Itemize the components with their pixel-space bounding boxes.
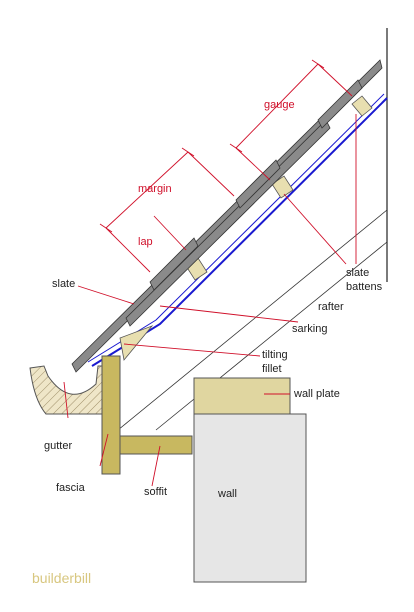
sarking-label: sarking — [292, 323, 327, 335]
slate-battens-label-line1: slate — [346, 267, 369, 279]
slate-battens — [185, 95, 373, 281]
margin-label: margin — [138, 183, 172, 195]
dimension-lines — [99, 59, 353, 273]
gutter — [29, 365, 105, 415]
tilting-fillet — [119, 325, 154, 361]
fascia — [101, 355, 121, 475]
wall-plate-label: wall plate — [293, 388, 340, 400]
brand-logo-text: builderbill — [32, 570, 91, 586]
slate-battens-label-line2: battens — [346, 281, 383, 293]
fascia-label: fascia — [56, 482, 86, 494]
rafter-label: rafter — [318, 301, 344, 313]
slates — [71, 59, 383, 373]
soffit-label: soffit — [144, 486, 167, 498]
wall-label: wall — [217, 488, 237, 500]
wall — [193, 413, 307, 583]
tilting-fillet-label-line2: fillet — [262, 363, 282, 375]
gauge-label: gauge — [264, 99, 295, 111]
sarking-membrane — [87, 93, 388, 367]
slate-label: slate — [52, 278, 75, 290]
gutter-label: gutter — [44, 440, 72, 452]
soffit — [119, 435, 193, 455]
tilting-fillet-label-line1: tilting — [262, 349, 288, 361]
leader-lines — [63, 114, 357, 487]
wall-plate — [193, 377, 291, 415]
lap-label: lap — [138, 236, 153, 248]
